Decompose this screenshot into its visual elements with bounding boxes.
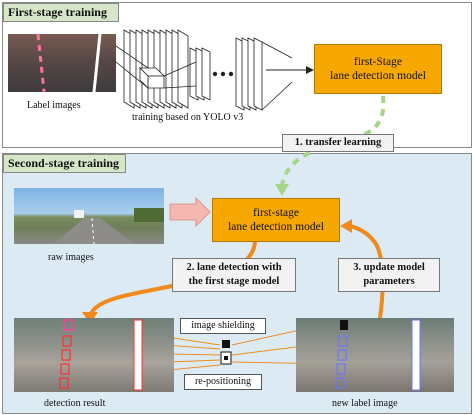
update-parameters-step-text: 3. update model parameters [353, 262, 425, 287]
detection-boxes [59, 319, 143, 391]
label-image-thumbnail [8, 34, 116, 92]
image-shielding-label: image shielding [180, 318, 266, 334]
first-stage-model-box: first-Stage lane detection model [314, 44, 442, 94]
raw-images-caption: raw images [48, 252, 94, 263]
update-parameters-step-label: 3. update model parameters [338, 258, 440, 292]
label-image-lanes [36, 34, 102, 92]
transfer-learning-label: 1. transfer learning [282, 134, 394, 152]
first-stage-model-label: first-Stage lane detection model [330, 56, 426, 82]
repositioning-label: re-positioning [184, 374, 262, 390]
new-label-boxes [335, 319, 421, 391]
label-images-caption: Label images [27, 100, 81, 111]
raw-image-road [54, 208, 164, 244]
second-stage-title: Second-stage training [3, 154, 126, 173]
raw-image-thumbnail [14, 188, 164, 244]
first-stage-title: First-stage training [3, 3, 119, 22]
second-stage-model-box: first-stage lane detection model [212, 198, 340, 242]
new-label-image-thumbnail [296, 318, 454, 392]
training-caption: training based on YOLO v3 [132, 112, 244, 123]
detection-result-thumbnail [14, 318, 174, 392]
detection-result-caption: detection result [44, 398, 106, 409]
shielding-icon [220, 340, 232, 365]
lane-detection-step-text: 2. lane detection with the first stage m… [186, 262, 282, 287]
lane-detection-step-label: 2. lane detection with the first stage m… [172, 258, 296, 292]
second-stage-model-label: first-stage lane detection model [228, 207, 324, 233]
new-label-image-caption: new label image [332, 398, 398, 409]
